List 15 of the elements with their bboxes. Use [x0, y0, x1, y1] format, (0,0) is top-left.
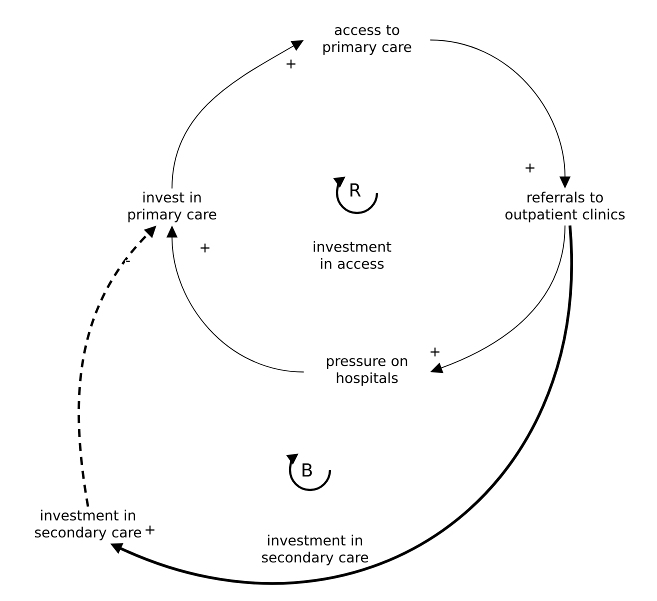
loop-label: investment in access	[314, 241, 392, 269]
variable-label: referrals to outpatient clinics	[505, 192, 625, 222]
polarity-sign: -	[124, 260, 132, 266]
polarity-sign: +	[198, 243, 212, 253]
polarity-sign: +	[144, 525, 156, 535]
polarity-sign: +	[428, 347, 442, 357]
variable-label: pressure on hospitals	[326, 358, 408, 386]
variable-label: invest in primary care	[128, 192, 216, 222]
loop-letter: R	[350, 183, 361, 197]
polarity-sign: +	[524, 163, 536, 173]
loop-letter: B	[302, 463, 312, 477]
variable-label: investment in secondary care	[34, 510, 142, 540]
variable-label: access to primary care	[323, 25, 412, 55]
loop-label: investment in secondary care	[262, 534, 368, 566]
polarity-sign: +	[284, 59, 298, 69]
